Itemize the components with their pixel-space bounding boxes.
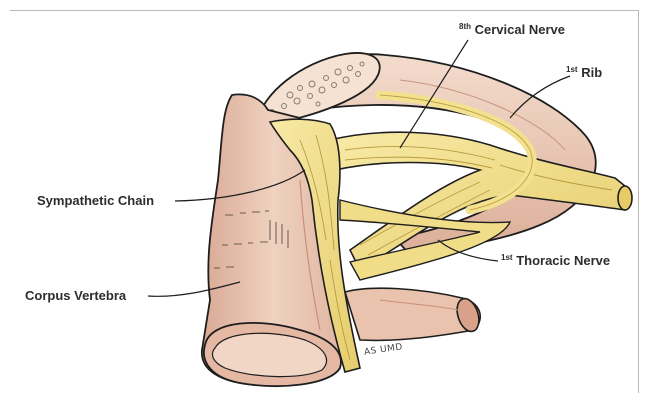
- transverse-process: [345, 288, 483, 340]
- label-sympathetic-chain: Sympathetic Chain: [37, 194, 154, 208]
- label-cervical-nerve: 8th Cervical Nerve: [459, 23, 565, 37]
- label-corpus-vertebra: Corpus Vertebra: [25, 289, 126, 303]
- label-first-rib: 1st Rib: [566, 66, 602, 80]
- label-thoracic-nerve: 1st Thoracic Nerve: [501, 254, 610, 268]
